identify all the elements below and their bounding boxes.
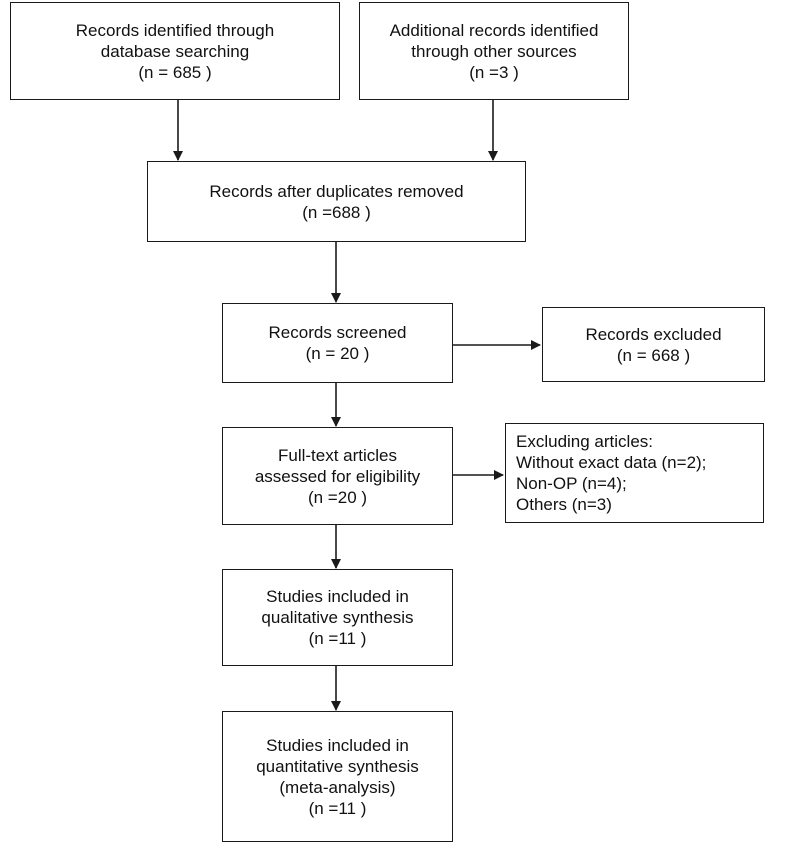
- box-line: through other sources: [411, 41, 577, 61]
- box-records-excluded: Records excluded (n = 668 ): [542, 307, 765, 382]
- box-line: Records after duplicates removed: [209, 181, 464, 201]
- box-fulltext-assessed: Full-text articles assessed for eligibil…: [222, 427, 453, 525]
- box-line: Full-text articles: [277, 445, 398, 465]
- box-line: assessed for eligibility: [254, 466, 421, 486]
- box-line: Studies included in: [266, 735, 409, 755]
- box-line: qualitative synthesis: [261, 608, 414, 627]
- box-line: database searching: [100, 41, 250, 61]
- box-line: (meta-analysis): [279, 777, 396, 797]
- box-duplicates-removed: Records after duplicates removed (n =688…: [147, 161, 526, 242]
- box-line: (n =688 ): [302, 202, 371, 222]
- box-line: Without exact data (n=2);: [516, 453, 707, 472]
- box-other-sources: Additional records identified through ot…: [359, 2, 629, 100]
- box-line: (n = 668 ): [616, 345, 691, 365]
- box-excluding-articles: Excluding articles: Without exact data (…: [505, 423, 764, 523]
- box-line: (n =3 ): [469, 62, 519, 82]
- box-line: (n = 20 ): [305, 344, 370, 363]
- box-database-records: Records identified through database sear…: [10, 2, 340, 100]
- box-qualitative-synthesis: Studies included in qualitative synthesi…: [222, 569, 453, 666]
- box-line: (n =11 ): [308, 629, 367, 648]
- box-line: Records identified through: [75, 20, 275, 40]
- box-line: (n =11 ): [308, 798, 367, 818]
- box-line: Non-OP (n=4);: [516, 474, 627, 493]
- box-line: (n = 685 ): [138, 62, 212, 82]
- box-records-screened: Records screened (n = 20 ): [222, 303, 453, 383]
- box-quantitative-synthesis: Studies included in quantitative synthes…: [222, 711, 453, 842]
- box-line: quantitative synthesis: [256, 756, 419, 776]
- box-line: Studies included in: [266, 587, 409, 606]
- box-line: Additional records identified: [389, 20, 599, 40]
- box-line: Others (n=3): [516, 495, 612, 514]
- box-line: (n =20 ): [307, 487, 368, 507]
- box-line: Records excluded: [585, 324, 722, 344]
- box-line: Records screened: [268, 323, 407, 342]
- box-line: Excluding articles:: [516, 432, 654, 451]
